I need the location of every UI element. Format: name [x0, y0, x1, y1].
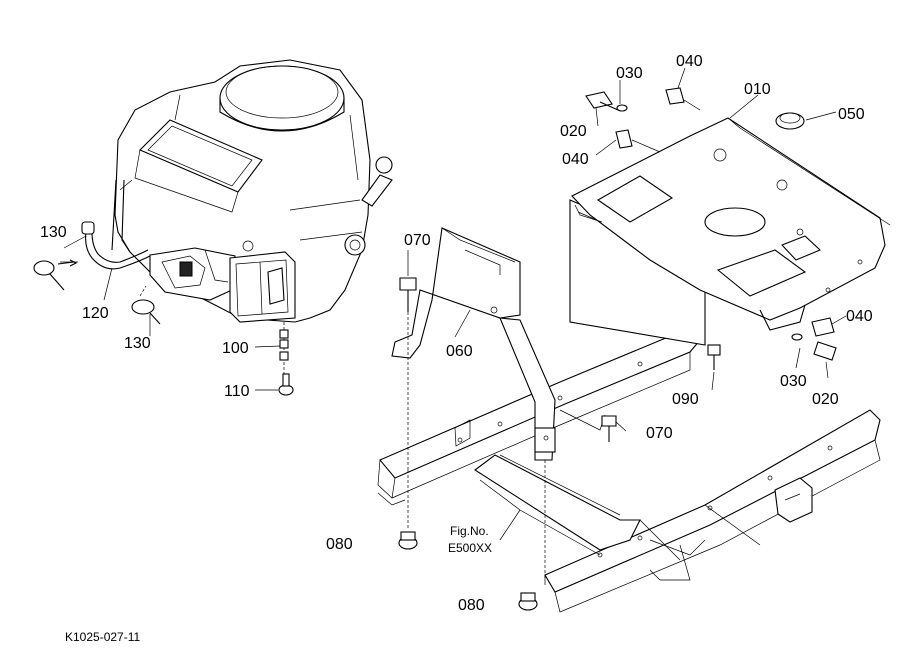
- grommet-050: [775, 112, 805, 130]
- bolt-070-mid: [601, 415, 617, 442]
- bolt-020-top: [585, 91, 619, 111]
- callout-020-right: 020: [812, 391, 839, 408]
- terminal-hardware-right: [791, 317, 837, 361]
- fuel-hose-120: [81, 221, 151, 270]
- drawing-code: K1025-027-11: [65, 630, 140, 644]
- washer-030-top: [616, 104, 628, 112]
- nut-080-left: [398, 470, 418, 550]
- callout-020-top: 020: [560, 123, 587, 140]
- callout-090: 090: [672, 391, 699, 408]
- callout-050: 050: [838, 106, 865, 123]
- callout-030-top: 030: [616, 65, 643, 82]
- callout-labels: 010 020 020 030 030 040 040 040 050 060 …: [40, 53, 873, 644]
- callout-130-top: 130: [40, 224, 67, 241]
- callout-080-bottom: 080: [458, 597, 485, 614]
- stay-060: [391, 227, 556, 461]
- bolt-090: [707, 344, 721, 370]
- callout-120: 120: [82, 305, 109, 322]
- callout-070-top: 070: [404, 232, 431, 249]
- callout-060: 060: [446, 343, 473, 360]
- callout-080-left: 080: [326, 536, 353, 553]
- callout-010: 010: [744, 81, 771, 98]
- nut-040-top: [665, 87, 701, 111]
- fig-no-number: E500XX: [448, 541, 492, 555]
- callout-040-right: 040: [846, 308, 873, 325]
- callout-130-bottom: 130: [124, 335, 151, 352]
- fig-no-label: Fig.No.: [450, 524, 489, 538]
- callout-110: 110: [224, 383, 250, 400]
- callout-100: 100: [222, 340, 249, 357]
- leader-lines: [60, 67, 847, 541]
- nut-040-mid: [615, 129, 661, 153]
- clamp-130-top: [33, 259, 78, 291]
- callout-030-right: 030: [780, 373, 807, 390]
- clamp-130-bottom: [131, 285, 161, 325]
- bolt-110: [278, 373, 294, 396]
- nut-080-bottom: [518, 460, 546, 611]
- callout-040-mid: 040: [562, 151, 589, 168]
- engine: [111, 59, 393, 323]
- bolt-070-top: [399, 277, 417, 470]
- callout-070-mid: 070: [646, 425, 673, 442]
- battery-tray-010: [571, 117, 891, 331]
- callout-040-top: 040: [676, 53, 703, 70]
